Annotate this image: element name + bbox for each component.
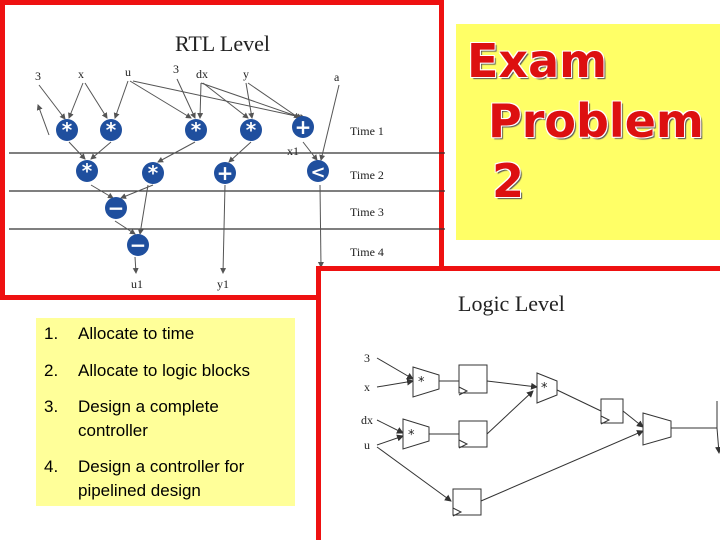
- rtl-level-panel: RTL Level 3 x u 3 dx y a Time 1 Time 2 T…: [0, 0, 445, 300]
- time-label-3: Time 3: [350, 205, 384, 219]
- step-text: Allocate to logic blocks: [78, 361, 250, 380]
- svg-text:−: −: [130, 233, 147, 257]
- op-node-mul-4: *: [240, 118, 262, 142]
- rtl-title: RTL Level: [175, 31, 270, 56]
- op-node-sub-1: −: [105, 196, 127, 220]
- rtl-output-y1: y1: [217, 277, 229, 291]
- rtl-input-3b: 3: [173, 62, 179, 76]
- logic-input-u: u: [364, 438, 370, 452]
- step-number: 4.: [44, 457, 59, 476]
- register-3: [600, 398, 624, 425]
- rtl-output-u1: u1: [131, 277, 143, 291]
- op-node-mul-6: *: [142, 161, 164, 185]
- mux-op-label-1: *: [418, 375, 425, 390]
- logic-diagram: Logic Level 3 x dx u: [361, 291, 720, 517]
- steps-list: 1. Allocate to time 2. Allocate to logic…: [36, 318, 295, 506]
- rtl-input-3a: 3: [35, 69, 41, 83]
- op-node-add-1: +: [292, 115, 314, 139]
- op-node-mul-3: *: [185, 118, 207, 142]
- rtl-input-a: a: [334, 70, 340, 84]
- step-text: Allocate to time: [78, 324, 195, 343]
- step-number: 2.: [44, 361, 59, 380]
- register-1: [458, 364, 488, 396]
- exam-title-line-1: Exam: [467, 34, 608, 88]
- svg-text:<: <: [310, 162, 325, 183]
- step-text: Design a controller for pipelined design: [78, 457, 245, 500]
- rtl-input-u: u: [125, 65, 131, 79]
- exam-title-line-3: 2: [492, 154, 525, 208]
- step-number: 1.: [44, 324, 59, 343]
- mux-op-label-2: *: [408, 428, 415, 443]
- wire-label-x1: x1: [287, 144, 299, 158]
- multiplier-unit-3: [536, 372, 558, 404]
- svg-text:+: +: [295, 115, 312, 139]
- svg-text:*: *: [191, 118, 202, 142]
- svg-text:*: *: [246, 118, 257, 142]
- op-node-mul-5: *: [76, 159, 98, 183]
- op-node-add-2: +: [214, 161, 236, 185]
- svg-text:*: *: [62, 118, 73, 142]
- exam-title-line-2: Problem: [488, 94, 704, 148]
- rtl-input-y: y: [243, 67, 249, 81]
- logic-input-3: 3: [364, 351, 370, 365]
- logic-title: Logic Level: [458, 291, 565, 316]
- time-label-4: Time 4: [350, 245, 384, 259]
- rtl-input-dx: dx: [196, 67, 208, 81]
- svg-text:*: *: [148, 161, 159, 185]
- op-node-mul-2: *: [100, 118, 122, 142]
- op-node-mul-1: *: [56, 118, 78, 142]
- output-mux: [642, 412, 672, 446]
- step-number: 3.: [44, 397, 59, 416]
- logic-level-panel: Logic Level 3 x dx u: [316, 266, 720, 540]
- step-text: Design a complete controller: [78, 397, 219, 440]
- svg-text:*: *: [106, 118, 117, 142]
- svg-text:+: +: [217, 161, 234, 185]
- mux-op-label-3: *: [541, 381, 548, 396]
- op-node-sub-2: −: [127, 233, 149, 257]
- multiplier-unit-2: [402, 418, 430, 450]
- svg-text:*: *: [82, 159, 93, 183]
- svg-text:−: −: [108, 196, 125, 220]
- op-node-less-than: <: [307, 160, 329, 183]
- logic-input-x: x: [364, 380, 370, 394]
- register-4: [452, 488, 482, 517]
- multiplier-unit-1: [412, 366, 440, 398]
- time-label-2: Time 2: [350, 168, 384, 182]
- time-label-1: Time 1: [350, 124, 384, 138]
- rtl-input-x: x: [78, 67, 84, 81]
- rtl-diagram: RTL Level 3 x u 3 dx y a Time 1 Time 2 T…: [9, 31, 445, 291]
- exam-problem-box: Exam Problem 2: [456, 24, 720, 240]
- register-2: [458, 420, 488, 449]
- logic-input-dx: dx: [361, 413, 373, 427]
